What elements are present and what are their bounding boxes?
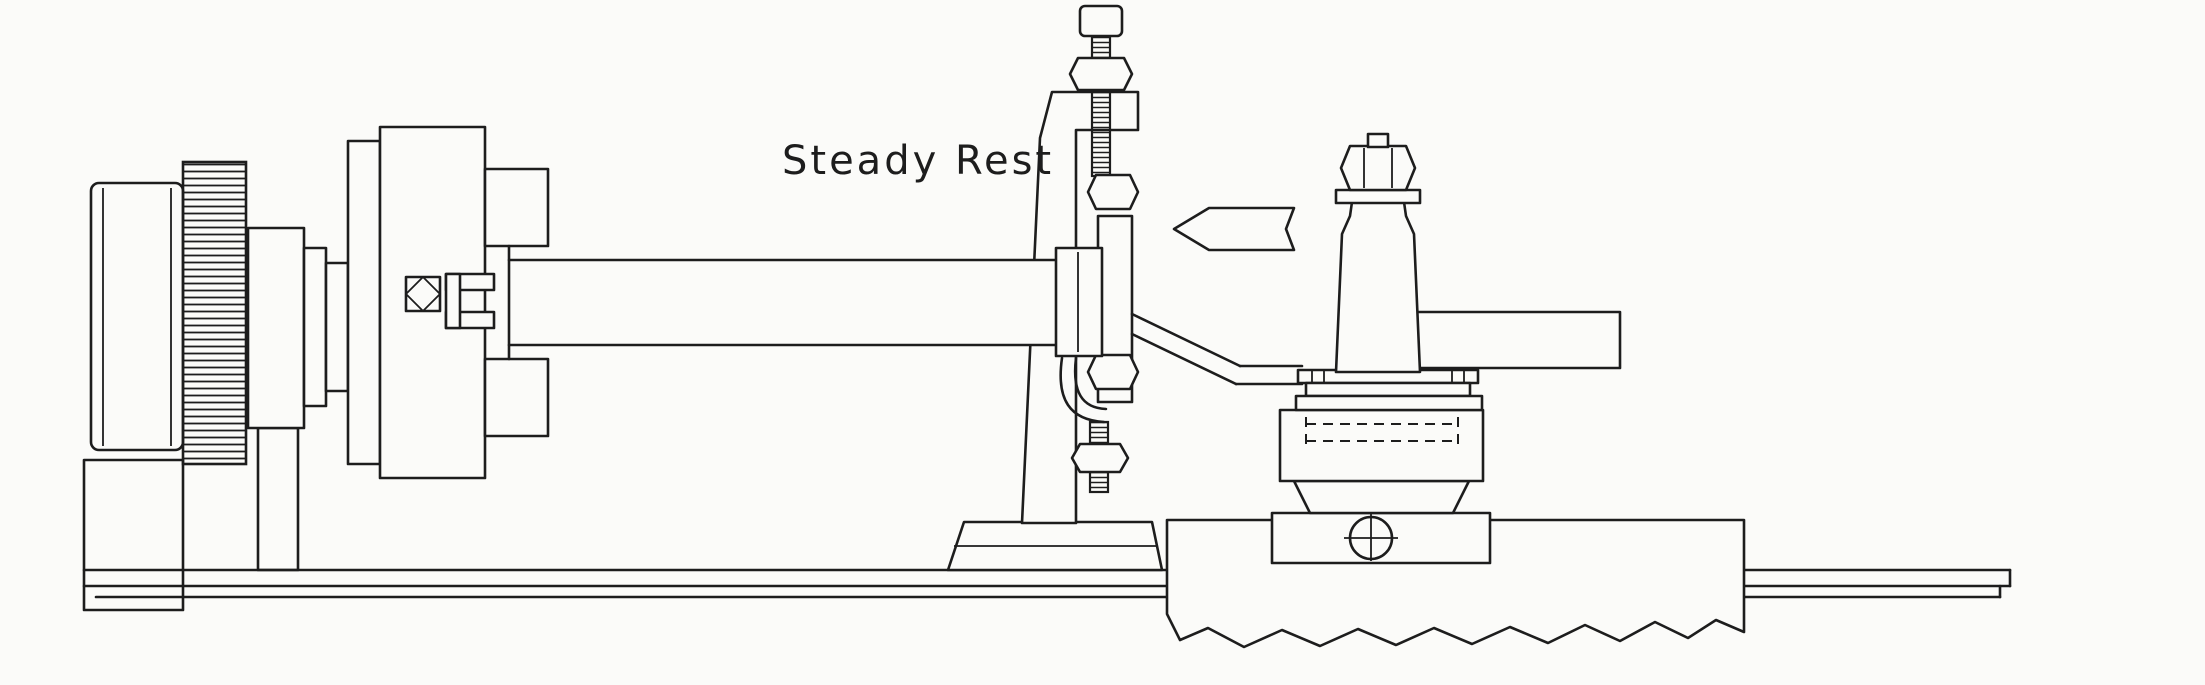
- tool-post-stud: [1366, 132, 1390, 149]
- steady-rest-label: Steady Rest: [782, 138, 1054, 184]
- lathe-bed: [82, 426, 2012, 612]
- chuck: [346, 125, 550, 480]
- swivel-ring-mid: [1304, 381, 1472, 398]
- chuck-jaw-top: [483, 167, 550, 248]
- lower-hinge-finger-inner: [1073, 356, 1108, 411]
- spindle-square: [405, 276, 441, 312]
- headstock: [89, 160, 350, 466]
- lower-jaw-bolt: [1086, 353, 1140, 391]
- spindle-collar-outer: [302, 246, 328, 408]
- back-gear: [181, 160, 248, 466]
- cone-pulley: [89, 181, 185, 452]
- bottom-clamp-nut: [1070, 442, 1130, 474]
- tool-post-washer: [1334, 188, 1422, 205]
- chuck-backplate: [346, 139, 382, 466]
- tool-post-block: [1278, 408, 1485, 483]
- tool-post: [1334, 200, 1422, 374]
- screw-knob: [1078, 4, 1124, 38]
- spindle-collar-inner: [324, 261, 350, 393]
- workpiece: [507, 258, 1102, 347]
- steady-rest-clamping: [1054, 4, 1140, 494]
- chuck-jaw-bottom: [483, 357, 550, 438]
- tool-post-nut: [1339, 144, 1417, 192]
- headstock-support: [256, 426, 300, 572]
- tool-holder-bar: [1396, 310, 1622, 370]
- slide-edge-lower: [1130, 332, 1238, 386]
- cutting-tool: [1172, 206, 1296, 252]
- chuck-clamp-bar: [444, 272, 462, 330]
- upper-jaw-bolt: [1086, 173, 1140, 211]
- slide-edge-upper: [1130, 312, 1242, 368]
- top-adjusting-screw: [1090, 12, 1112, 178]
- dovetail-neck: [1292, 479, 1471, 515]
- lower-hinge-finger: [1059, 356, 1106, 424]
- compound-rest: [1130, 132, 1622, 565]
- bed-leg: [82, 458, 185, 612]
- lock-nut: [1068, 56, 1134, 92]
- spindle-square-socket: [404, 275, 442, 313]
- jaw-clamp-block: [1054, 246, 1104, 358]
- swivel-ring-bottom: [1294, 394, 1484, 412]
- spindle-bearing: [246, 226, 306, 430]
